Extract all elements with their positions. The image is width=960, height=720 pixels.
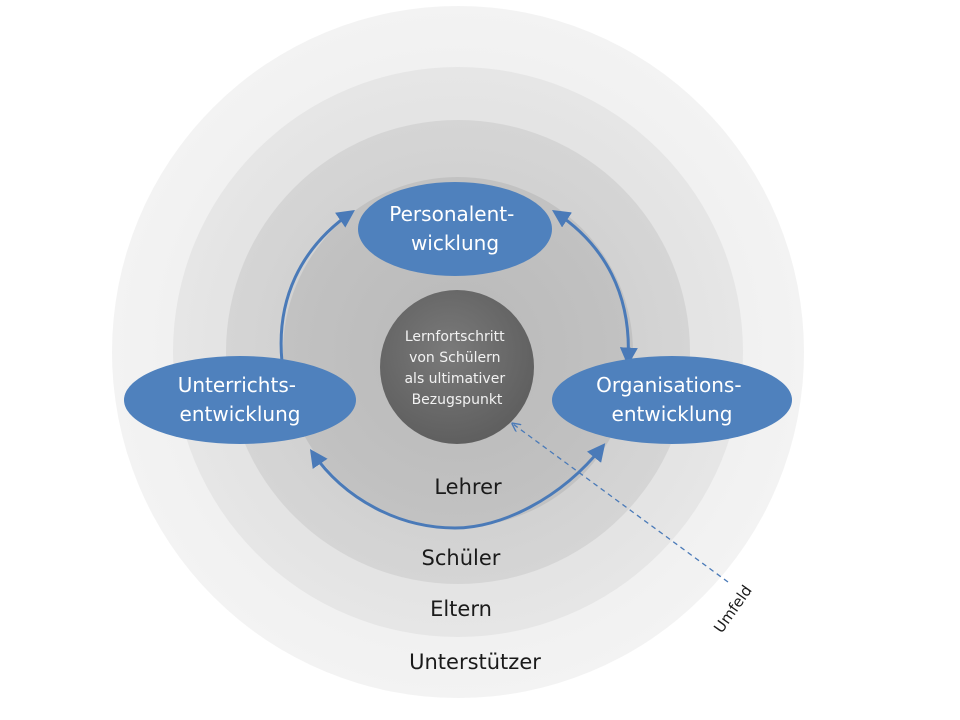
svg-text:Unterrichts- entwicklung: Unterrichts- entwicklung <box>178 373 303 426</box>
node-personal-line-1: Personalent- <box>389 202 514 226</box>
center-line-1: Lernfortschritt <box>405 329 505 345</box>
label-umfeld: Umfeld <box>710 582 756 636</box>
center-line-2: von Schülern <box>409 350 500 366</box>
node-organisation-line-2: entwicklung <box>612 402 733 426</box>
arc-personal-to-organisation <box>551 210 638 366</box>
label-unterstuetzer: Unterstützer <box>409 650 541 674</box>
node-organisationsentwicklung: Organisations- entwicklung <box>552 356 792 444</box>
node-unterricht-line-1: Unterrichts- <box>178 373 296 397</box>
center-circle <box>380 290 534 444</box>
node-personalentwicklung: Personalent- wicklung <box>358 182 552 276</box>
label-schueler: Schüler <box>422 546 501 570</box>
node-unterrichtsentwicklung: Unterrichts- entwicklung <box>124 356 356 444</box>
label-eltern: Eltern <box>430 597 492 621</box>
center-line-4: Bezugspunkt <box>412 392 503 408</box>
label-lehrer: Lehrer <box>434 475 502 499</box>
node-personal-line-2: wicklung <box>411 231 499 255</box>
svg-text:Personalent- wicklung: Personalent- wicklung <box>389 202 520 255</box>
node-unterricht-line-2: entwicklung <box>180 402 301 426</box>
center-line-3: als ultimativer <box>404 371 505 387</box>
node-organisation-line-1: Organisations- <box>596 373 741 397</box>
svg-text:Organisations- entwicklu: Organisations- entwicklung <box>596 373 748 426</box>
arc-organisation-to-unterricht <box>309 443 606 530</box>
arc-unterricht-to-personal <box>279 209 355 363</box>
center-label: Lernfortschritt von Schülern als ultimat… <box>404 329 509 408</box>
